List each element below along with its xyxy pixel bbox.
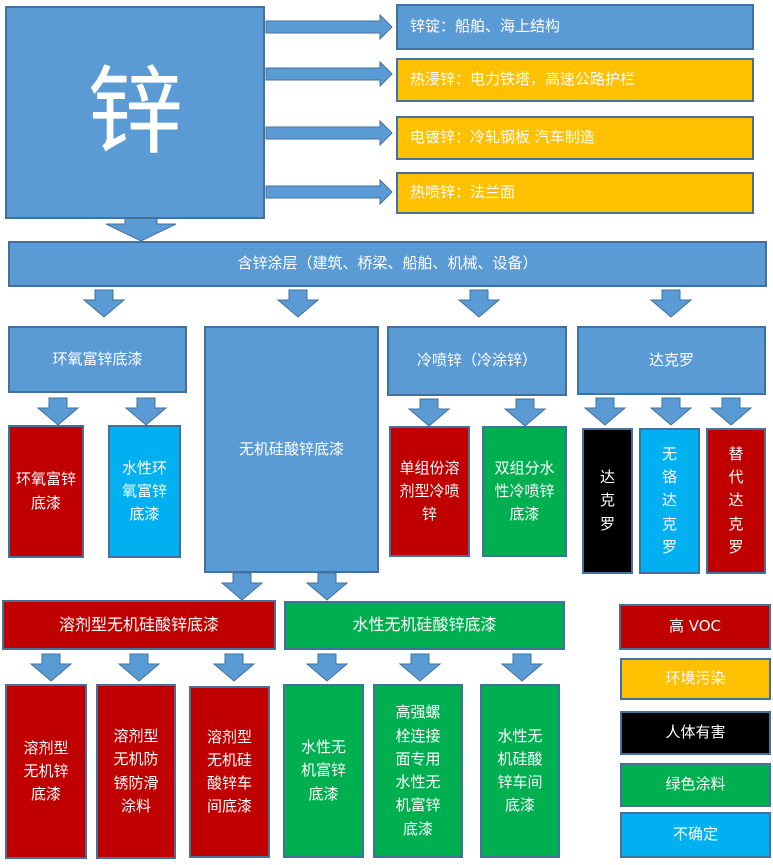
use-thermal-spray: 热喷锌：法兰面	[396, 172, 754, 214]
cold-spray-type: 双组分水性冷喷锌底漆	[482, 426, 567, 557]
arrow-down-icon	[29, 653, 73, 682]
legend-pollution: 环境污染	[620, 658, 771, 700]
product-label: 水性无机硅酸锌车间底漆	[497, 726, 543, 815]
legend-high-voc: 高 VOC	[619, 604, 771, 650]
dacro-type: 达克罗	[582, 428, 633, 574]
arrow-right-icon	[265, 60, 393, 88]
use-label: 锌锭：船舶、海上结构	[410, 17, 561, 36]
cold-spray-type: 单组份溶剂型冷喷锌	[389, 426, 470, 557]
category-dacro: 达克罗	[577, 326, 766, 395]
category-cold-spray: 冷喷锌（冷涂锌）	[387, 326, 567, 396]
product-label: 溶剂型无机防锈防滑涂料	[113, 727, 159, 815]
category-inorganic: 无机硅酸锌底漆	[204, 326, 379, 573]
category-label: 达克罗	[648, 350, 694, 369]
legend-label: 绿色涂料	[665, 775, 726, 794]
arrow-down-icon	[649, 289, 693, 318]
solvent-product: 溶剂型无机防锈防滑涂料	[96, 684, 176, 859]
arrow-down-icon	[500, 653, 544, 682]
use-label: 电镀锌：冷轧钢板 汽车制造	[410, 128, 595, 147]
arrow-right-icon	[265, 178, 393, 206]
product-label: 溶剂型无机硅酸锌车间底漆	[206, 727, 252, 816]
legend-harmful: 人体有害	[620, 711, 771, 755]
arrow-down-icon	[305, 653, 349, 682]
arrow-down-icon	[503, 398, 547, 427]
arrow-down-icon	[82, 289, 126, 318]
zinc-title-box: 锌	[5, 6, 265, 219]
solvent-product: 溶剂型无机硅酸锌车间底漆	[189, 686, 270, 858]
product-label: 溶剂型无机锌底漆	[23, 738, 69, 804]
water-product: 水性无机富锌底漆	[283, 684, 364, 858]
water-product: 高强螺栓连接面专用水性无机富锌底漆	[373, 684, 463, 858]
arrow-down-icon	[212, 653, 256, 682]
epoxy-type: 水性环氧富锌底漆	[108, 425, 181, 558]
use-label: 热喷锌：法兰面	[410, 183, 516, 202]
use-label: 热浸锌：电力铁塔，高速公路护栏	[410, 70, 636, 89]
epoxy-type: 环氧富锌底漆	[8, 425, 84, 558]
arrow-down-icon	[220, 572, 264, 601]
type-label: 水性环氧富锌底漆	[121, 458, 167, 524]
type-label: 无铬达克罗	[661, 444, 677, 556]
arrow-down-icon	[709, 397, 753, 426]
solvent-inorganic-bar: 溶剂型无机硅酸锌底漆	[2, 600, 276, 650]
legend-label: 环境污染	[665, 669, 726, 688]
split-label: 溶剂型无机硅酸锌底漆	[58, 614, 219, 634]
arrow-down-icon	[305, 572, 349, 601]
arrow-down-icon	[649, 397, 693, 426]
arrow-down-icon	[124, 397, 168, 426]
solvent-product: 溶剂型无机锌底漆	[5, 684, 87, 859]
zinc-coating-bar: 含锌涂层（建筑、桥梁、船舶、机械、设备）	[8, 241, 767, 287]
use-zinc-ingot: 锌锭：船舶、海上结构	[396, 4, 754, 50]
category-epoxy: 环氧富锌底漆	[8, 326, 187, 393]
category-label: 环氧富锌底漆	[52, 349, 143, 368]
dacro-type: 替代达克罗	[706, 428, 766, 574]
use-hot-dip: 热浸锌：电力铁塔，高速公路护栏	[396, 58, 754, 102]
type-label: 单组份溶剂型冷喷锌	[399, 458, 460, 524]
legend-label: 高 VOC	[668, 617, 722, 636]
arrow-down-icon	[583, 397, 627, 426]
coating-label: 含锌涂层（建筑、桥梁、船舶、机械、设备）	[237, 254, 538, 273]
category-label: 冷喷锌（冷涂锌）	[416, 351, 537, 370]
type-label: 环氧富锌底漆	[16, 470, 77, 512]
legend-uncertain: 不确定	[620, 812, 771, 858]
product-label: 高强螺栓连接面专用水性无机富锌底漆	[395, 703, 441, 838]
arrow-down-icon	[36, 397, 80, 426]
zinc-title: 锌	[87, 56, 183, 169]
arrow-down-icon	[398, 653, 442, 682]
arrow-down-icon	[457, 289, 501, 318]
arrow-down-icon	[117, 653, 161, 682]
type-label: 替代达克罗	[728, 444, 744, 556]
type-label: 双组分水性冷喷锌底漆	[494, 458, 555, 524]
split-label: 水性无机硅酸锌底漆	[352, 615, 497, 635]
arrow-down-icon	[276, 289, 320, 318]
arrow-down-icon	[407, 398, 451, 427]
product-label: 水性无机富锌底漆	[300, 738, 346, 803]
category-label: 无机硅酸锌底漆	[238, 439, 344, 458]
legend-green: 绿色涂料	[620, 763, 771, 807]
legend-label: 人体有害	[665, 723, 726, 742]
arrow-right-icon	[265, 13, 393, 41]
use-electro: 电镀锌：冷轧钢板 汽车制造	[396, 116, 754, 160]
water-inorganic-bar: 水性无机硅酸锌底漆	[284, 601, 565, 650]
type-label: 达克罗	[599, 468, 615, 533]
dacro-type: 无铬达克罗	[639, 428, 700, 574]
legend-label: 不确定	[672, 825, 718, 844]
water-product: 水性无机硅酸锌车间底漆	[480, 684, 560, 858]
arrow-right-icon	[265, 119, 393, 147]
